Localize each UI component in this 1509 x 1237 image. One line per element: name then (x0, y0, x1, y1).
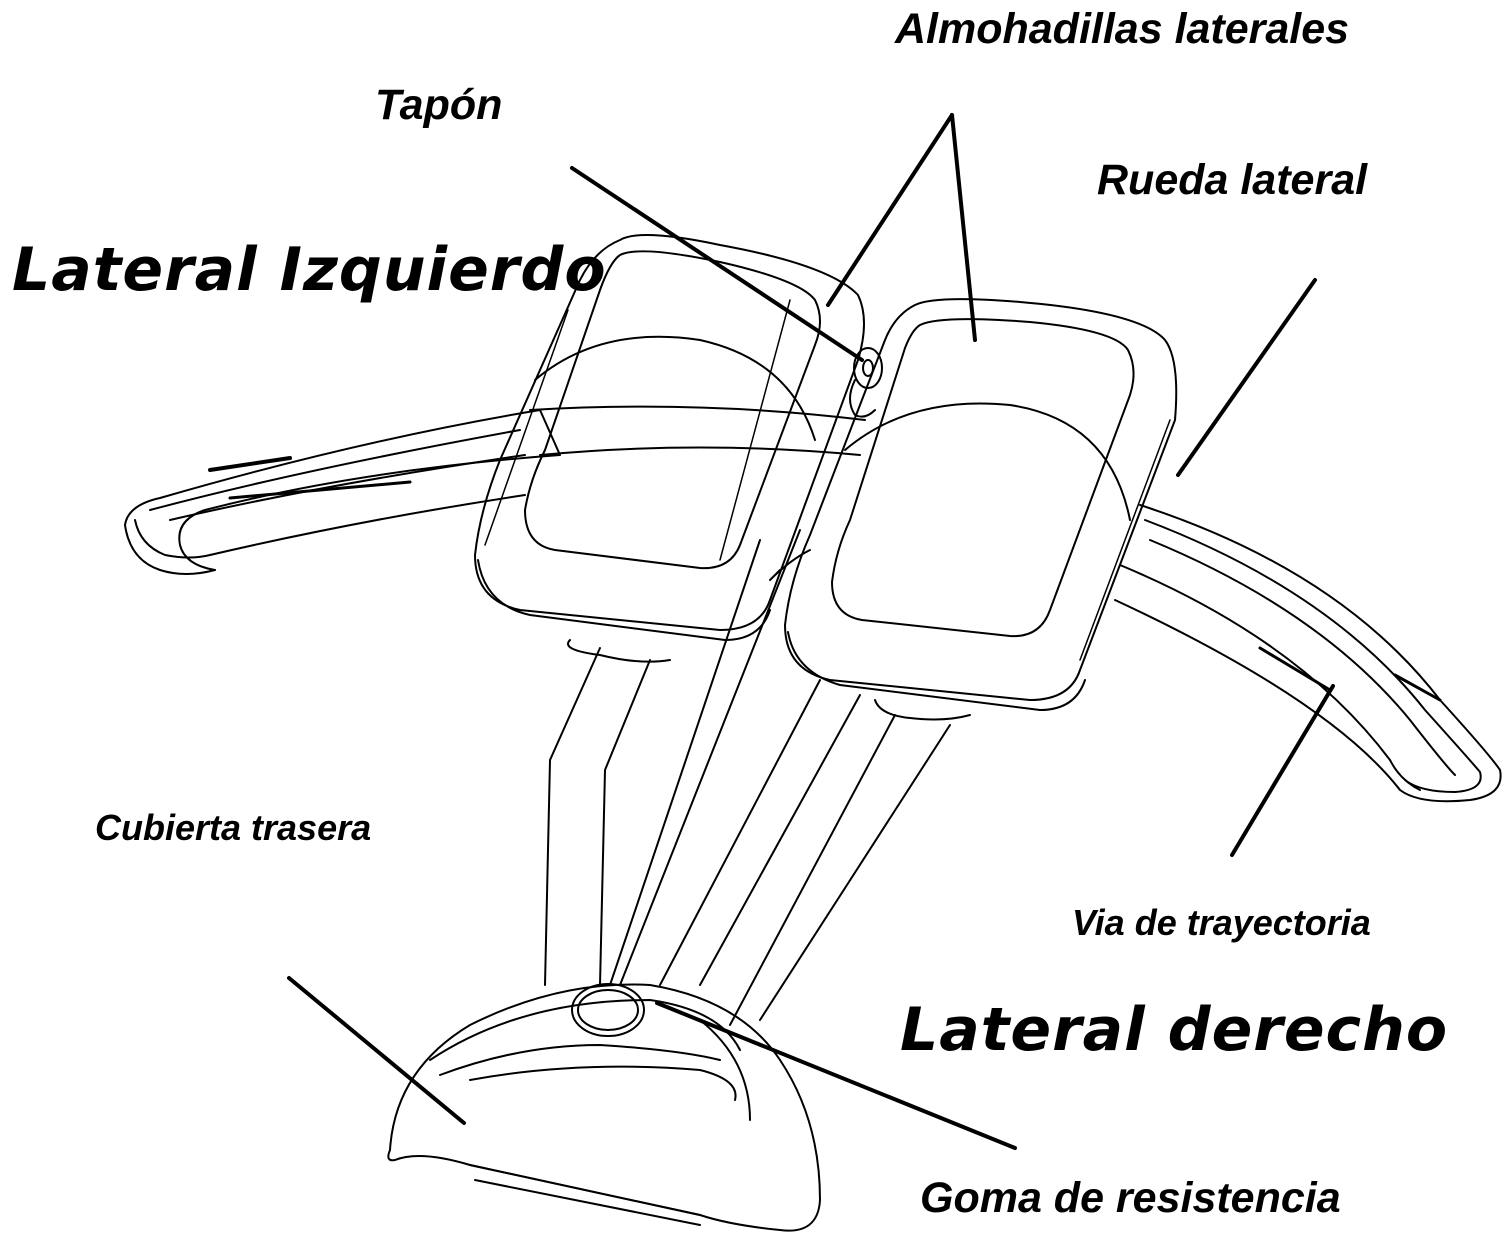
leader-rueda-lateral (1176, 278, 1317, 477)
label-tapon: Tapón (375, 81, 503, 129)
leader-tapon (570, 166, 864, 362)
label-almohadillas-laterales: Almohadillas laterales (895, 5, 1350, 53)
label-via-de-trayectoria: Via de trayectoria (1072, 902, 1371, 943)
leader-almohadillas-2 (950, 113, 977, 342)
label-goma-de-resistencia: Goma de resistencia (920, 1174, 1341, 1222)
track-rail (124, 405, 1502, 803)
leader-goma-resistencia (655, 1001, 1017, 1150)
label-lateral-izquierdo: Lateral Izquierdo (12, 235, 607, 305)
leader-lines (287, 113, 1335, 1150)
leader-via-trayectoria (1230, 684, 1335, 857)
label-rueda-lateral: Rueda lateral (1097, 156, 1368, 204)
left-pad (474, 234, 865, 641)
leader-cubierta-trasera (287, 976, 466, 1125)
label-lateral-derecho: Lateral derecho (900, 995, 1449, 1065)
stopper-cap (849, 347, 883, 418)
right-pad (784, 298, 1178, 711)
rear-cover-base (387, 983, 821, 1232)
label-cubierta-trasera: Cubierta trasera (95, 807, 372, 848)
leader-almohadillas-1 (826, 113, 954, 307)
support-legs (544, 529, 971, 1026)
